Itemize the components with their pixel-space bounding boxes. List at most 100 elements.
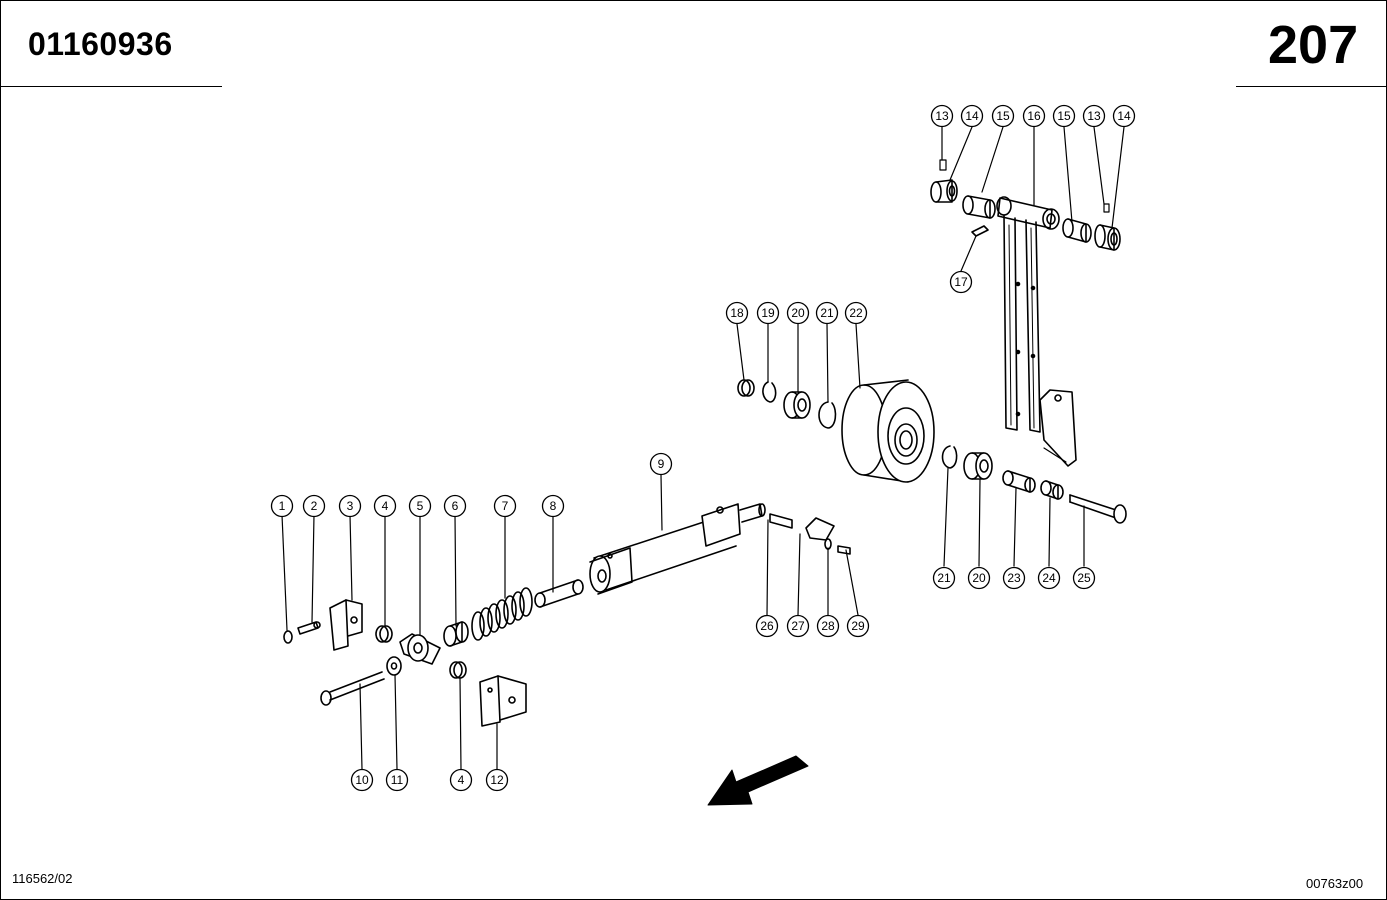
callout: 8 [541,494,565,518]
callout: 19 [756,301,780,325]
svg-text:14: 14 [1117,109,1131,123]
svg-text:5: 5 [417,499,424,513]
washer-part [386,656,402,676]
callout: 9 [649,452,673,476]
callout: 7 [493,494,517,518]
circlip-part [762,381,777,403]
sleeve-part [1062,218,1092,243]
callout: 2 [302,494,326,518]
bearing-part [963,452,993,480]
callout: 10 [350,768,374,792]
svg-text:4: 4 [382,499,389,513]
doc-number: 01160936 [28,26,173,62]
bolt-part [320,671,385,706]
footer-left-code: 116562/02 [12,871,73,886]
svg-text:27: 27 [791,619,805,633]
svg-text:9: 9 [658,457,665,471]
circlip-part [941,445,958,469]
svg-text:26: 26 [760,619,774,633]
plate-part [805,517,835,541]
svg-text:1: 1 [279,499,286,513]
svg-text:2: 2 [311,499,318,513]
svg-text:15: 15 [996,109,1010,123]
tube-part [534,579,584,608]
callout: 29 [846,614,870,638]
callout: 22 [844,301,868,325]
swivel-part [399,633,441,665]
callout: 13 [1082,104,1106,128]
callout: 14 [1112,104,1136,128]
svg-text:13: 13 [935,109,949,123]
svg-text:21: 21 [820,306,834,320]
header-right-box [1236,0,1387,87]
callout: 4 [449,768,473,792]
callout: 20 [786,301,810,325]
bracket-part [329,599,363,651]
callout: 13 [930,104,954,128]
spacer-part [1002,470,1036,493]
svg-text:7: 7 [502,499,509,513]
callout: 28 [816,614,840,638]
nut-part [375,625,393,643]
callout: 4 [373,494,397,518]
svg-text:25: 25 [1077,571,1091,585]
callout: 11 [385,768,409,792]
callout: 5 [408,494,432,518]
header-left-box [0,0,222,87]
spacer-part [1040,480,1064,500]
callout: 1 [270,494,294,518]
svg-text:3: 3 [347,499,354,513]
circlip-part [818,401,837,429]
svg-text:28: 28 [821,619,835,633]
svg-text:20: 20 [791,306,805,320]
svg-text:13: 13 [1087,109,1101,123]
svg-text:8: 8 [550,499,557,513]
callout: 14 [960,104,984,128]
svg-text:21: 21 [937,571,951,585]
pin-part [769,513,793,529]
callout: 25 [1072,566,1096,590]
svg-text:19: 19 [761,306,775,320]
callout: 24 [1037,566,1061,590]
callout: 21 [932,566,956,590]
svg-text:24: 24 [1042,571,1056,585]
footer-right-code: 00763z00 [1306,876,1364,891]
pulley-part [841,379,935,483]
screw-part [297,621,321,635]
callout-group: 1 2 3 4 5 6 7 8 9 10 11 4 12 13 14 15 16… [270,104,1136,792]
arm-assembly-part [996,196,1077,467]
svg-text:29: 29 [851,619,865,633]
arrow-down-left-icon [707,755,809,806]
page-number: 207 [1268,15,1359,75]
bushing-part [930,179,958,203]
callout: 21 [815,301,839,325]
svg-text:23: 23 [1007,571,1021,585]
washer-part [283,630,293,644]
callout: 27 [786,614,810,638]
nut-part [737,379,755,397]
svg-text:20: 20 [972,571,986,585]
leader-lines [281,126,1125,770]
svg-text:11: 11 [391,773,404,787]
callout: 20 [967,566,991,590]
svg-text:18: 18 [730,306,744,320]
svg-text:10: 10 [355,773,369,787]
callout: 15 [1052,104,1076,128]
callout: 16 [1022,104,1046,128]
svg-text:4: 4 [458,773,465,787]
bushing-part [1094,224,1121,251]
cylinder-part [589,503,766,595]
svg-text:16: 16 [1027,109,1041,123]
set-screw-part [939,159,947,171]
bracket-part [479,675,527,727]
callout: 6 [443,494,467,518]
spring-part [471,587,533,641]
svg-text:12: 12 [490,773,504,787]
callout: 26 [755,614,779,638]
bearing-part [783,391,811,419]
svg-text:22: 22 [849,306,863,320]
callout: 23 [1002,566,1026,590]
callout: 15 [991,104,1015,128]
svg-text:6: 6 [452,499,459,513]
